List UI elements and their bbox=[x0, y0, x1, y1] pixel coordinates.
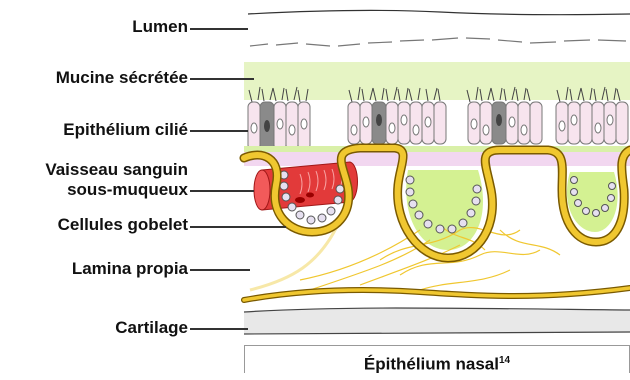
label-lamina-propria: Lamina propia bbox=[72, 259, 188, 279]
leader-lumen bbox=[190, 28, 248, 30]
caption-reference: 14 bbox=[499, 355, 510, 366]
label-mucus: Mucine sécrétée bbox=[56, 68, 188, 88]
label-goblet-cells: Cellules gobelet bbox=[58, 215, 188, 235]
mucus-strands bbox=[250, 38, 626, 46]
label-cartilage: Cartilage bbox=[115, 318, 188, 338]
leader-goblet-cells bbox=[190, 226, 286, 228]
leader-cartilage bbox=[190, 328, 248, 330]
leader-mucus bbox=[190, 78, 254, 80]
leader-lamina-propria bbox=[190, 269, 250, 271]
caption-title: Épithélium nasal bbox=[364, 355, 499, 374]
leader-vessel bbox=[190, 190, 254, 192]
lumen-surface bbox=[248, 10, 630, 14]
leader-ciliated-epithelium bbox=[190, 130, 248, 132]
label-vessel-line1: Vaisseau sanguin bbox=[45, 160, 188, 180]
green-band bbox=[244, 146, 630, 152]
label-ciliated-epithelium: Epithélium cilié bbox=[63, 120, 188, 140]
mucus-layer bbox=[244, 62, 630, 100]
label-vessel-line2: sous-muqueux bbox=[67, 180, 188, 200]
cartilage-layer bbox=[244, 308, 630, 334]
figure-caption: Épithélium nasal14 bbox=[244, 345, 630, 373]
label-lumen: Lumen bbox=[132, 17, 188, 37]
